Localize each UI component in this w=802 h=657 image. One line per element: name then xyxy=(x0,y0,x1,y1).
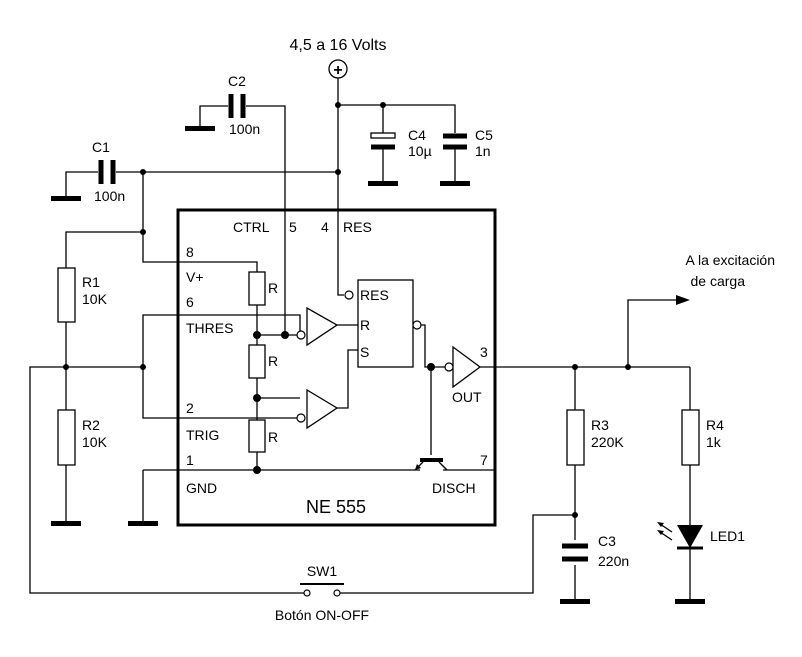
r2-resistor xyxy=(57,409,76,466)
plus-symbol: + xyxy=(333,62,342,79)
chip-name: NE 555 xyxy=(306,497,366,517)
vcc-pin-number: 8 xyxy=(186,244,194,260)
ground-icon xyxy=(675,599,705,604)
supply-label: 4,5 a 16 Volts xyxy=(290,37,387,54)
switch-icon xyxy=(300,583,344,597)
thres-label: THRES xyxy=(186,320,233,336)
trig-label: TRIG xyxy=(186,427,219,443)
r2-name: R2 xyxy=(82,417,100,433)
c1-capacitor xyxy=(98,160,116,184)
internal-resistor-label-3: R xyxy=(268,429,278,445)
r1-value: 10K xyxy=(82,291,108,307)
trig-pin-number: 2 xyxy=(186,400,194,416)
sw-name: SW1 xyxy=(307,563,338,579)
r1-resistor xyxy=(57,267,76,323)
trigger-comparator xyxy=(306,388,339,430)
ground-icon xyxy=(51,196,81,201)
c3-value: 220n xyxy=(598,553,629,569)
ff-s-label: S xyxy=(360,344,369,360)
output-arrow-icon xyxy=(676,295,690,305)
ground-icon xyxy=(51,521,81,526)
c2-capacitor xyxy=(228,94,246,118)
ground-icon xyxy=(128,521,158,526)
supply-terminal: 4,5 a 16 Volts + xyxy=(290,37,387,79)
ground-icon xyxy=(185,126,215,131)
c4-value: 10µ xyxy=(408,143,432,159)
r2-value: 10K xyxy=(82,434,108,450)
ground-icon xyxy=(440,181,470,186)
threshold-comparator xyxy=(306,306,339,347)
c1-value: 100n xyxy=(94,188,125,204)
junction-dots xyxy=(63,102,631,518)
ff-r-label: R xyxy=(360,317,370,333)
c3-capacitor xyxy=(562,543,588,562)
out-pin-number: 3 xyxy=(480,344,488,360)
res-pin-number: 4 xyxy=(321,219,329,235)
flip-flop xyxy=(357,279,414,368)
c4-capacitor xyxy=(370,132,396,150)
c2-value: 100n xyxy=(229,121,260,137)
chip-pin-labels: CTRL 5 4 RES 8 V+ 6 THRES 2 TRIG 1 GND 3… xyxy=(186,219,488,517)
r4-resistor xyxy=(681,409,700,466)
led-icon xyxy=(657,522,703,550)
r3-name: R3 xyxy=(591,417,609,433)
internal-resistor-2 xyxy=(248,344,266,379)
res-label: RES xyxy=(343,219,372,235)
r1-name: R1 xyxy=(82,274,100,290)
ground-icon xyxy=(560,599,590,604)
ground-symbols xyxy=(51,126,705,604)
r3-resistor xyxy=(566,409,585,466)
vcc-label: V+ xyxy=(186,269,204,285)
ground-icon xyxy=(368,181,398,186)
ff-res-label: RES xyxy=(360,287,389,303)
sw-label: Botón ON-OFF xyxy=(275,607,369,623)
output-label-line1: A la excitación xyxy=(686,252,776,268)
gnd-pin-number: 1 xyxy=(186,452,194,468)
internal-resistor-3 xyxy=(248,419,266,453)
output-buffer xyxy=(452,345,482,389)
r4-name: R4 xyxy=(706,417,724,433)
led-name: LED1 xyxy=(710,528,745,544)
r3-value: 220K xyxy=(591,434,624,450)
c3-name: C3 xyxy=(598,533,616,549)
output-label-line2: de carga xyxy=(691,273,746,289)
disch-label: DISCH xyxy=(432,480,476,496)
c5-value: 1n xyxy=(475,143,491,159)
gnd-label: GND xyxy=(186,480,217,496)
c5-name: C5 xyxy=(475,127,493,143)
internal-resistor-1 xyxy=(248,271,266,306)
internal-resistor-label-2: R xyxy=(268,353,278,369)
r4-value: 1k xyxy=(706,434,722,450)
internal-resistor-label-1: R xyxy=(268,280,278,296)
c5-capacitor xyxy=(443,133,467,150)
c1-name: C1 xyxy=(92,139,110,155)
ne555-chip xyxy=(176,208,497,527)
ctrl-label: CTRL xyxy=(233,219,270,235)
c4-name: C4 xyxy=(408,127,426,143)
discharge-transistor xyxy=(414,458,448,471)
thres-pin-number: 6 xyxy=(186,294,194,310)
out-label: OUT xyxy=(452,389,482,405)
c2-name: C2 xyxy=(228,73,246,89)
ctrl-pin-number: 5 xyxy=(289,219,297,235)
disch-pin-number: 7 xyxy=(480,452,488,468)
